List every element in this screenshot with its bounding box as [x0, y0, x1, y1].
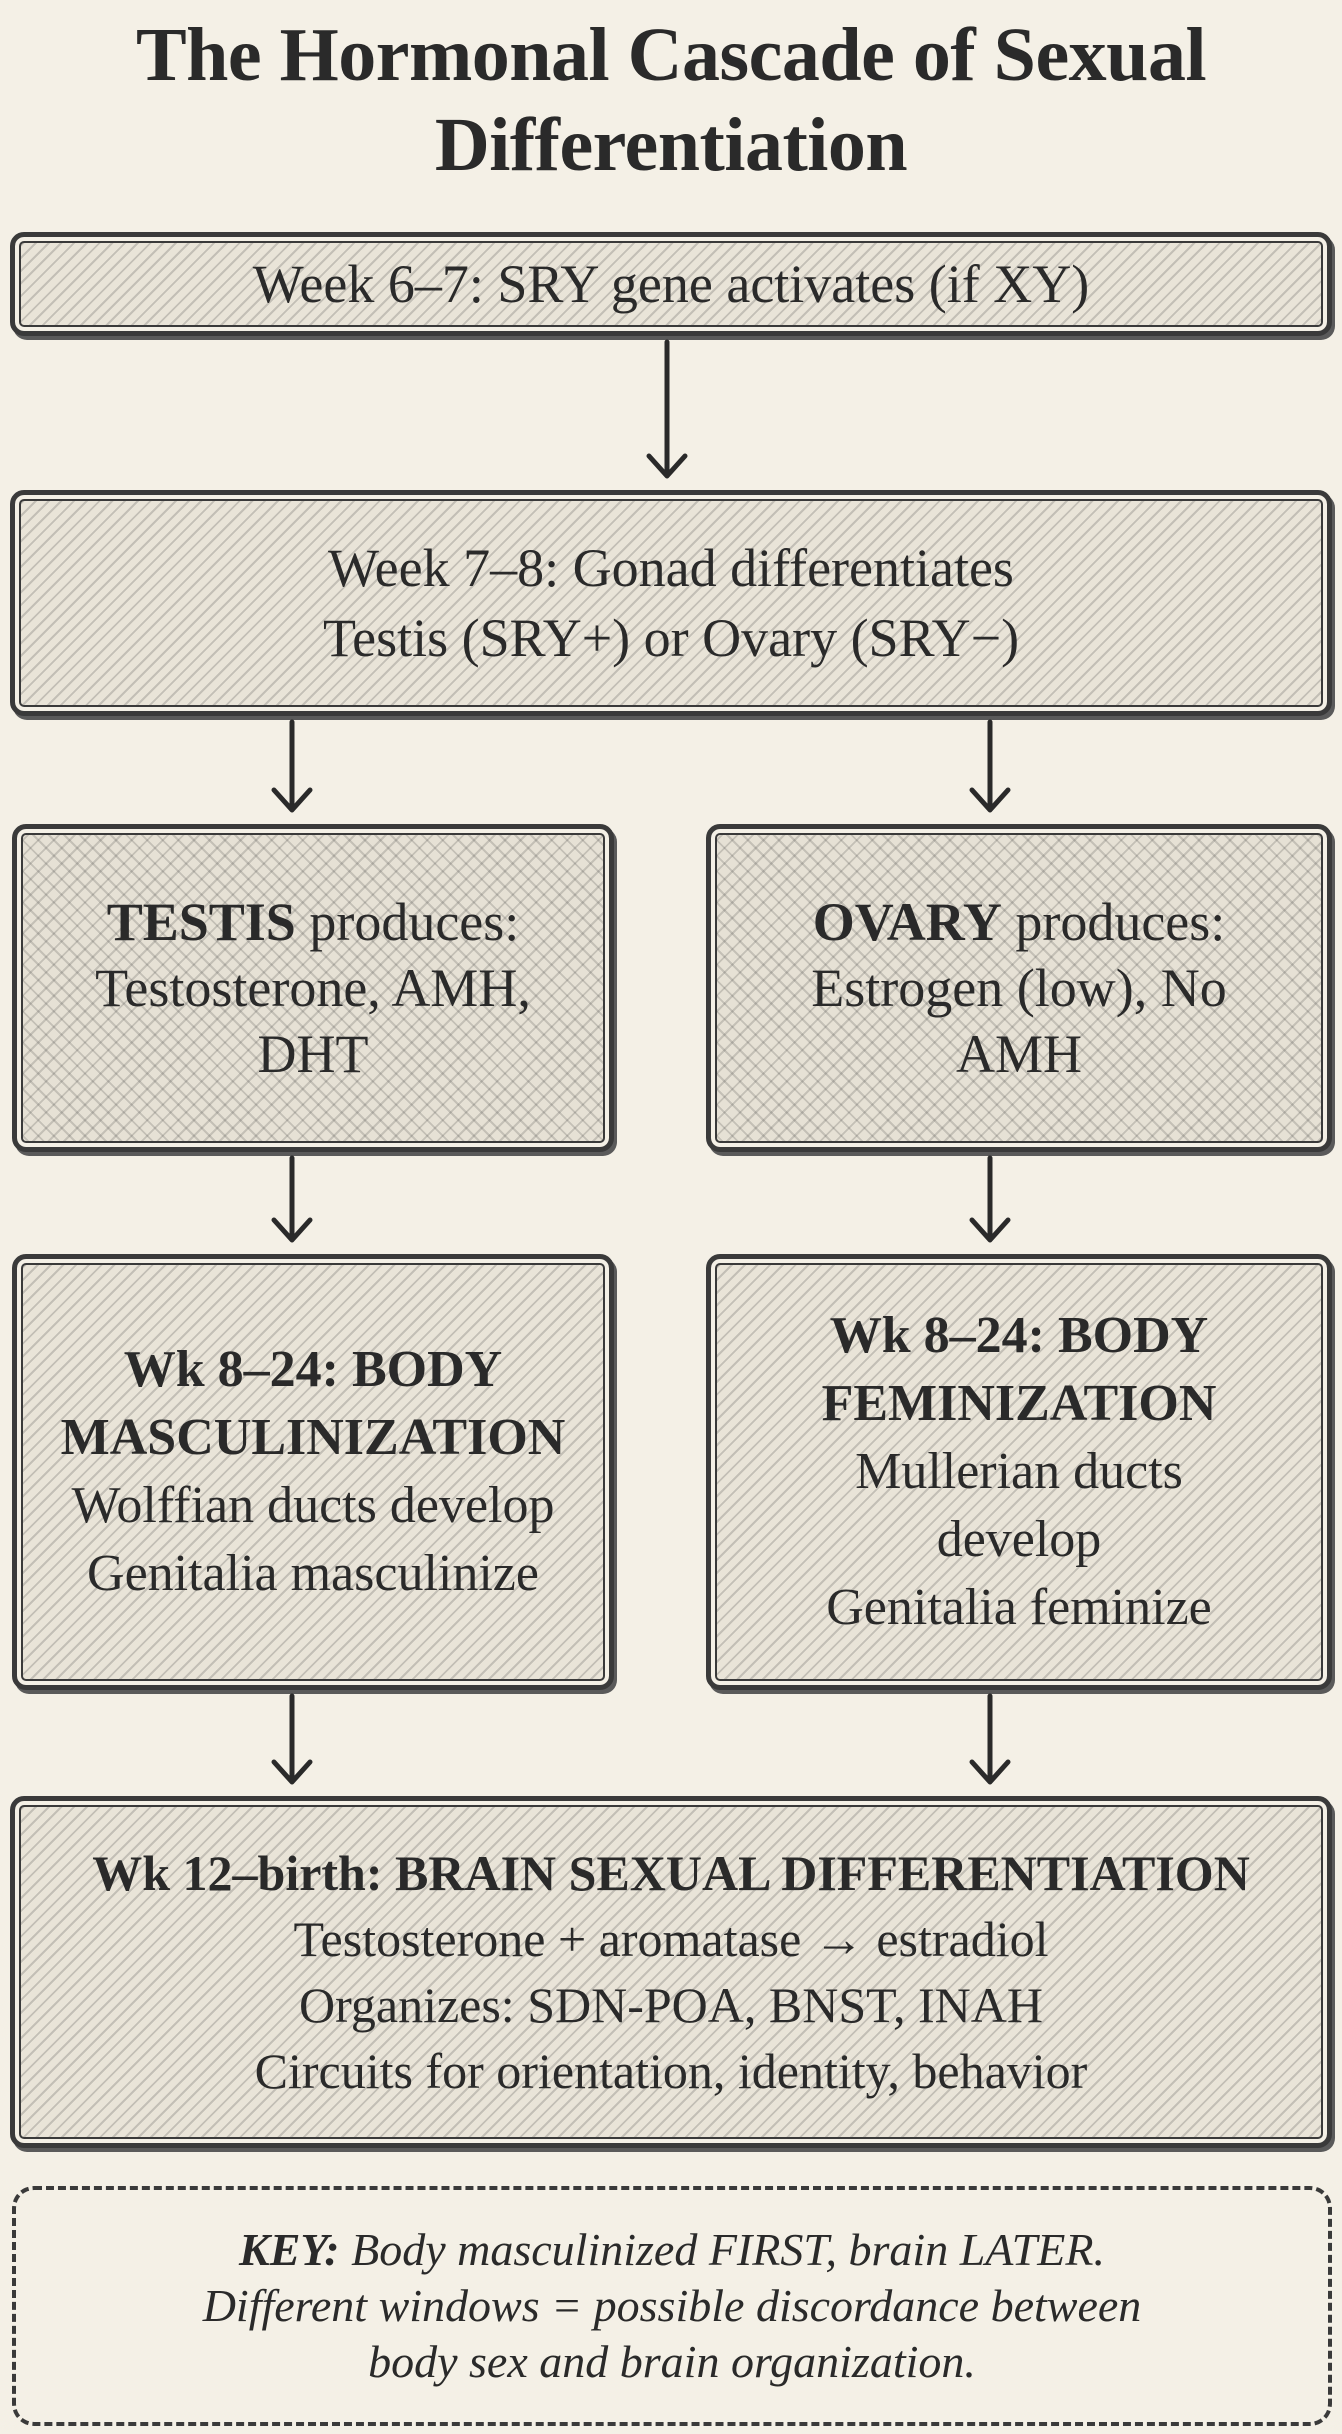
ovary-line-1: OVARY produces: — [813, 889, 1226, 955]
brain-line-3: Organizes: SDN-POA, BNST, INAH — [299, 1977, 1043, 2033]
sry-text: Week 6–7: SRY gene activates (if XY) — [252, 254, 1090, 314]
fem-line-5: Genitalia feminize — [826, 1579, 1212, 1636]
gonad-line-2: Testis (SRY+) or Ovary (SRY−) — [322, 608, 1020, 668]
ovary-label: OVARY — [812, 892, 1002, 952]
key-label: KEY: — [239, 2224, 340, 2275]
masculinization-box: Wk 8–24: BODY MASCULINIZATION Wolffian d… — [12, 1254, 614, 1690]
arrow-gonad-to-ovary — [969, 719, 1011, 813]
testis-line-3: DHT — [257, 1024, 369, 1084]
masc-line-4: Genitalia masculinize — [87, 1545, 539, 1602]
testis-line-1: TESTIS produces: — [107, 889, 520, 955]
diagram-title: The Hormonal Cascade of Sexual Different… — [0, 10, 1342, 190]
fem-line-4: develop — [936, 1511, 1102, 1568]
fem-line-1: Wk 8–24: BODY — [829, 1307, 1209, 1364]
key-line-3: body sex and brain organization. — [368, 2336, 976, 2387]
ovary-produces: produces: — [1001, 892, 1226, 952]
gonad-line-1: Week 7–8: Gonad differentiates — [328, 538, 1014, 598]
masc-line-3: Wolffian ducts develop — [71, 1477, 555, 1534]
brain-line-2: Testosterone + aromatase → estradiol — [293, 1911, 1049, 1967]
sry-box: Week 6–7: SRY gene activates (if XY) — [10, 232, 1332, 336]
ovary-line-2: Estrogen (low), No — [811, 958, 1227, 1018]
brain-line-4: Circuits for orientation, identity, beha… — [254, 2043, 1088, 2099]
ovary-line-3: AMH — [955, 1024, 1082, 1084]
feminization-box: Wk 8–24: BODY FEMINIZATION Mullerian duc… — [706, 1254, 1332, 1690]
title-line-2: Differentiation — [434, 103, 908, 187]
arrow-masculinization-to-brain — [271, 1693, 313, 1785]
key-box: KEY: Body masculinized FIRST, brain LATE… — [12, 2186, 1332, 2426]
key-text-1: Body masculinized FIRST, brain LATER. — [339, 2224, 1105, 2275]
testis-line-2: Testosterone, AMH, — [95, 958, 531, 1018]
fem-line-3: Mullerian ducts — [855, 1443, 1183, 1500]
masc-line-1: Wk 8–24: BODY — [123, 1341, 503, 1398]
testis-label: TESTIS — [106, 892, 296, 952]
testis-produces: produces: — [295, 892, 520, 952]
arrow-sry-to-gonad — [646, 339, 688, 479]
fem-line-2: FEMINIZATION — [821, 1375, 1217, 1432]
arrow-ovary-to-feminization — [969, 1155, 1011, 1243]
key-line-1: KEY: Body masculinized FIRST, brain LATE… — [239, 2222, 1105, 2278]
key-line-2: Different windows = possible discordance… — [202, 2280, 1142, 2331]
arrow-gonad-to-testis — [271, 719, 313, 813]
arrow-testis-to-masculinization — [271, 1155, 313, 1243]
brain-box: Wk 12–birth: BRAIN SEXUAL DIFFERENTIATIO… — [10, 1796, 1332, 2148]
masc-line-2: MASCULINIZATION — [60, 1409, 566, 1466]
title-line-1: The Hormonal Cascade of Sexual — [135, 13, 1207, 97]
ovary-box: OVARY produces: Estrogen (low), No AMH — [706, 824, 1332, 1152]
arrow-feminization-to-brain — [969, 1693, 1011, 1785]
gonad-box: Week 7–8: Gonad differentiates Testis (S… — [10, 490, 1332, 716]
brain-line-1: Wk 12–birth: BRAIN SEXUAL DIFFERENTIATIO… — [92, 1845, 1250, 1901]
testis-box: TESTIS produces: Testosterone, AMH, DHT — [12, 824, 614, 1152]
